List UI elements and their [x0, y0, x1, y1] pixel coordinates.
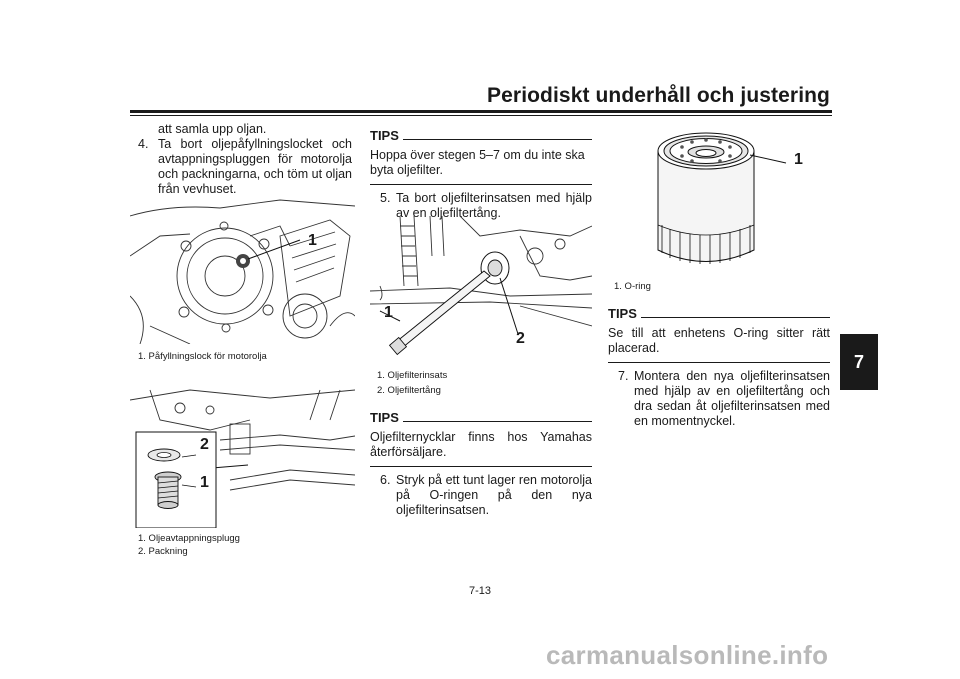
- tips-label: TIPS: [370, 128, 399, 143]
- figure-caption-list: 1. Oljeavtappningsplugg 2. Packning: [138, 532, 352, 558]
- tips-label: TIPS: [370, 410, 399, 425]
- tips-end-rule: [370, 184, 592, 185]
- filter-removal-illustration: [370, 216, 592, 356]
- step-4: 4. Ta bort oljepåfyllningslocket och av­…: [138, 137, 352, 197]
- step-number: 6.: [380, 473, 391, 487]
- tips-rule: [640, 317, 830, 318]
- right-column: TIPS Se till att enhetens O-ring sitter …: [608, 306, 830, 429]
- step-number: 7.: [618, 369, 629, 383]
- tips-label: TIPS: [608, 306, 637, 321]
- tips-text: Se till att enhetens O-ring sitter rätt …: [608, 326, 830, 355]
- tips-heading: TIPS: [370, 128, 592, 143]
- tips-rule: [402, 421, 592, 422]
- tips-end-rule: [608, 362, 830, 363]
- figure-caption: 1. Påfyllningslock för motorolja: [138, 351, 267, 362]
- engine-illustration: [130, 199, 355, 344]
- figure-drain-plug: 2 1: [130, 380, 355, 528]
- figure-filter-removal: 1 2: [370, 216, 592, 364]
- drain-plug-illustration: [130, 389, 355, 528]
- step-number: 4.: [138, 137, 149, 151]
- page-number: 7-13: [468, 585, 492, 597]
- left-column: att samla upp oljan. 4. Ta bort oljepåfy…: [138, 122, 352, 197]
- tips-heading: TIPS: [608, 306, 830, 321]
- callout-2: 2: [200, 436, 209, 453]
- header-rule-thin: [130, 115, 832, 116]
- page-title: Periodiskt underhåll och justering: [487, 84, 830, 107]
- caption-item: 2. Oljefiltertång: [377, 385, 441, 396]
- chapter-tab: 7: [840, 334, 878, 390]
- callout-1: 1: [308, 232, 317, 249]
- caption-item: 2. Packning: [138, 546, 188, 557]
- header-rule: [130, 110, 832, 113]
- callout-1: 1: [384, 304, 393, 321]
- step-number: 5.: [380, 191, 391, 205]
- tips-end-rule: [370, 466, 592, 467]
- tips-text: Hoppa över stegen 5–7 om du inte ska byt…: [370, 148, 585, 177]
- callout-1: 1: [200, 474, 209, 491]
- step-6: 6. Stryk på ett tunt lager ren motorolja…: [370, 473, 592, 518]
- step-text: Stryk på ett tunt lager ren motorolja på…: [396, 473, 592, 517]
- tips-rule: [402, 139, 592, 140]
- callout-1: 1: [794, 151, 803, 168]
- intro-continuation: att samla upp oljan.: [158, 122, 267, 136]
- caption-item: 1. Oljeavtappningsplugg: [138, 533, 240, 544]
- step-5: 5. Ta bort oljefilterinsatsen med hjälp …: [370, 191, 592, 221]
- figure-engine-filler-cap: 1: [130, 196, 355, 344]
- caption-item: 1. Oljefilterinsats: [377, 370, 448, 381]
- step-text: Ta bort oljepåfyllningslocket och av­tap…: [158, 137, 352, 196]
- figure-caption-list: 1. Oljefilterinsats 2. Oljefiltertång: [377, 369, 591, 397]
- middle-column: TIPS Hoppa över stegen 5–7 om du inte sk…: [370, 128, 592, 221]
- step-text: Ta bort oljefilterinsatsen med hjälp av …: [396, 191, 592, 220]
- step-7: 7. Montera den nya oljefilterinsatsen me…: [608, 369, 830, 429]
- step-text: Montera den nya oljefilterinsatsen med h…: [634, 369, 830, 428]
- oil-filter-illustration: [657, 132, 787, 264]
- middle-column-lower: TIPS Oljefilternycklar finns hos Yamahas…: [370, 410, 592, 518]
- figure-oil-filter-oring: 1: [610, 125, 830, 275]
- callout-2: 2: [516, 330, 525, 347]
- tips-heading: TIPS: [370, 410, 592, 425]
- tips-text: Oljefilternycklar finns hos Yamahas åter…: [370, 430, 592, 459]
- watermark: carmanualsonline.info: [546, 640, 829, 670]
- figure-caption: 1. O-ring: [614, 281, 651, 292]
